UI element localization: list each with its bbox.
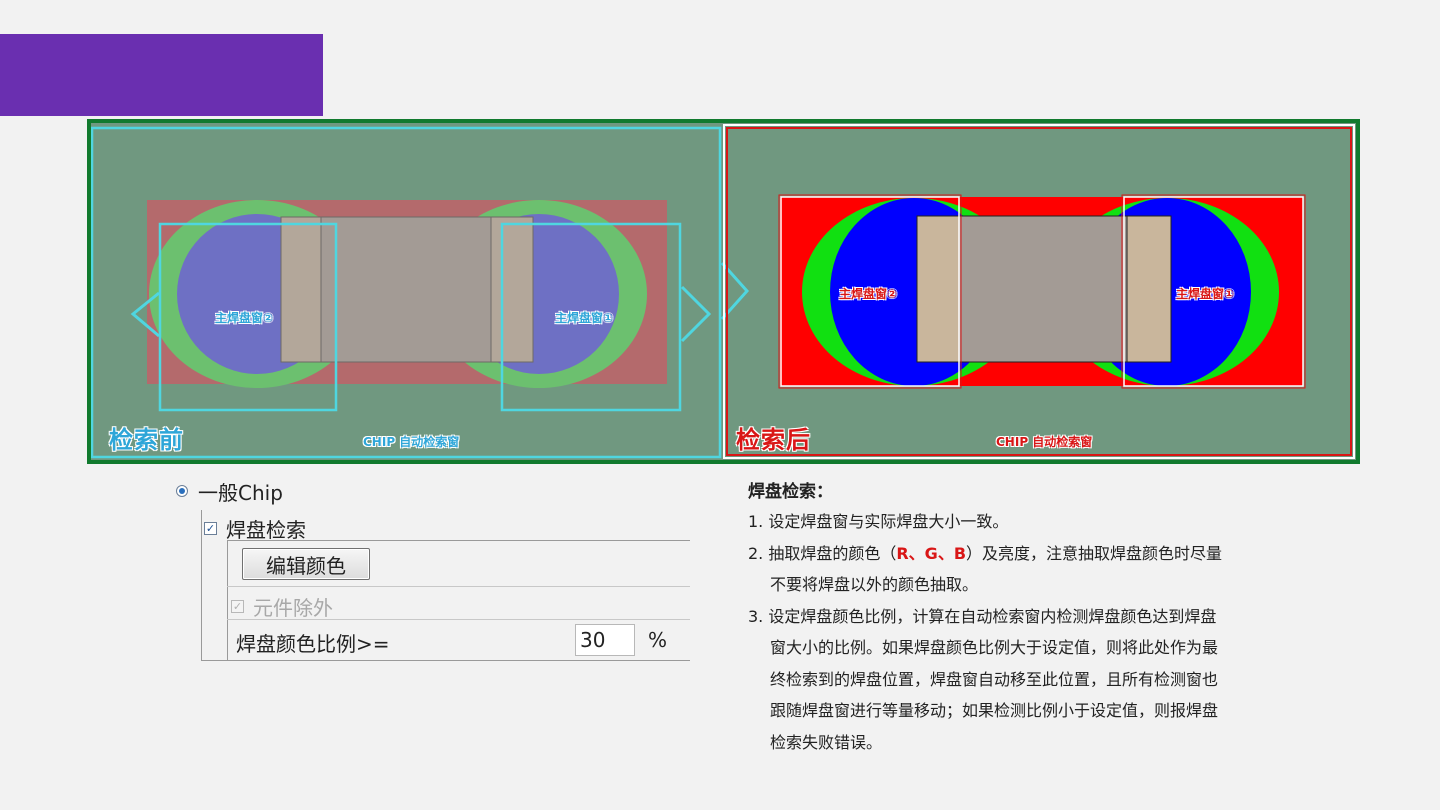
general-chip-label: 一般Chip [198,477,283,506]
exclude-component-option: ✓ 元件除外 [231,592,333,621]
note-3: 3. 设定焊盘颜色比例，计算在自动检索窗内检测焊盘颜色达到焊盘 窗大小的比例。如… [748,601,1318,759]
group-line-bottom [201,660,690,661]
before-panel [92,128,747,457]
note-3-line-3: 终检索到的焊盘位置，焊盘窗自动移至此位置，且所有检测窗也 [748,664,1318,696]
color-ratio-unit: % [648,628,667,652]
note-2-rgb: R、G、B [896,544,966,563]
transition-arrow [722,263,747,319]
general-chip-option[interactable]: 一般Chip [176,480,283,502]
inspection-screen: 检索前 检索后 CHIP 自动检索窗 CHIP 自动检索窗 主焊盘窗② 主焊盘窗… [87,119,1360,464]
pad-search-checkbox[interactable]: ✓ [204,522,217,535]
after-left-pad-label: 主焊盘窗② [839,285,897,302]
subgroup-line [227,540,228,660]
exclude-component-checkbox: ✓ [231,600,244,613]
exclude-component-label: 元件除外 [253,592,333,621]
pad-search-label: 焊盘检索 [226,514,306,543]
before-caption: 检索前 [109,420,184,455]
note-3-line-1: 3. 设定焊盘颜色比例，计算在自动检索窗内检测焊盘颜色达到焊盘 [748,607,1216,626]
after-chip-right-terminal [1127,216,1171,362]
radio-selected-dot [179,488,185,494]
general-chip-radio[interactable] [176,485,188,497]
after-chip-left-terminal [917,216,959,362]
color-ratio-label: 焊盘颜色比例>= [236,628,390,657]
pad-search-option[interactable]: ✓ 焊盘检索 [204,514,306,543]
note-3-line-4: 跟随焊盘窗进行等量移动；如果检测比例小于设定值，则报焊盘 [748,695,1318,727]
after-window-label: CHIP 自动检索窗 [996,433,1092,450]
note-3-line-2: 窗大小的比例。如果焊盘颜色比例大于设定值，则将此处作为最 [748,632,1318,664]
edit-color-button[interactable]: 编辑颜色 [242,548,370,580]
group-line [201,510,202,660]
after-right-pad-label: 主焊盘窗① [1176,285,1234,302]
note-2-pre: 2. 抽取焊盘的颜色（ [748,544,896,563]
slide-title-bar [0,34,323,116]
note-2: 2. 抽取焊盘的颜色（R、G、B）及亮度，注意抽取焊盘颜色时尽量 不要将焊盘以外… [748,538,1318,601]
subgroup-divider [227,586,690,587]
before-left-pad-label: 主焊盘窗② [215,309,273,326]
note-1: 1. 设定焊盘窗与实际焊盘大小一致。 [748,506,1318,538]
before-right-pad-label: 主焊盘窗① [555,309,613,326]
note-3-line-5: 检索失败错误。 [748,727,1318,759]
note-2-post: ）及亮度，注意抽取焊盘颜色时尽量 [966,544,1222,563]
after-caption: 检索后 [736,420,811,455]
before-chip-left-terminal [281,217,321,362]
settings-panel: 一般Chip ✓ 焊盘检索 编辑颜色 ✓ 元件除外 焊盘颜色比例>= 30 % [170,474,690,674]
color-ratio-input[interactable]: 30 [575,624,635,656]
before-right-arrow [682,287,709,341]
after-panel [724,125,1354,458]
note-2-cont: 不要将焊盘以外的颜色抽取。 [748,569,1318,601]
inspection-scene [91,123,1356,460]
before-window-label: CHIP 自动检索窗 [363,433,459,450]
subgroup-line-top [227,540,690,541]
notes-title: 焊盘检索： [748,478,1318,506]
before-chip-right-terminal [491,217,533,362]
pad-search-notes: 焊盘检索： 1. 设定焊盘窗与实际焊盘大小一致。 2. 抽取焊盘的颜色（R、G、… [748,478,1318,758]
